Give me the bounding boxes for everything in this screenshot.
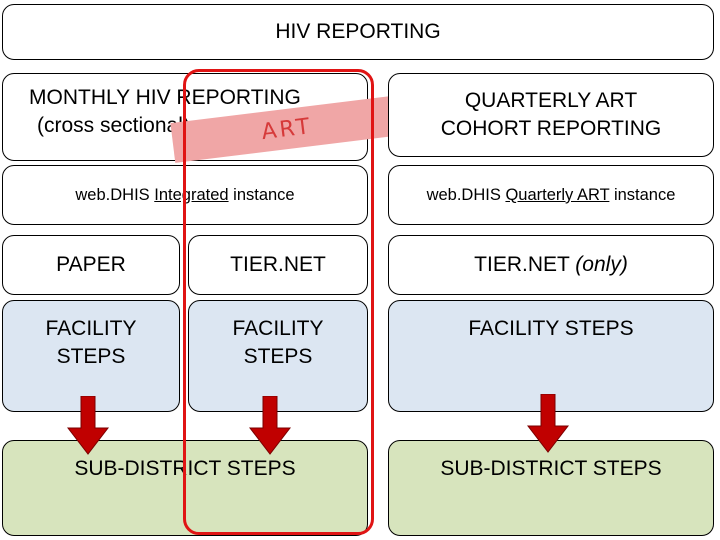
quarterly-heading: QUARTERLY ART COHORT REPORTING xyxy=(441,87,662,144)
tier-net-only-name: TIER.NET xyxy=(474,252,576,276)
tier-net-only-note: (only) xyxy=(575,252,628,276)
arrow-down-icon xyxy=(248,396,292,455)
subdistrict-steps-monthly-label: SUB-DISTRICT STEPS xyxy=(74,457,296,480)
monthly-heading: MONTHLY HIV REPORTING (cross sectional) xyxy=(29,84,301,141)
arrow-down-icon xyxy=(66,396,110,455)
diagram-title: HIV REPORTING xyxy=(275,19,441,43)
paper-box: PAPER xyxy=(2,235,180,295)
monthly-instance-label: web.DHIS Integrated instance xyxy=(75,184,294,206)
arrow-down-icon xyxy=(526,394,570,453)
quarterly-instance-label: web.DHIS Quarterly ART instance xyxy=(427,184,676,206)
quarterly-instance-suffix: instance xyxy=(609,185,676,204)
subdistrict-steps-quarterly-label: SUB-DISTRICT STEPS xyxy=(440,457,662,480)
tier-net-label: TIER.NET xyxy=(230,252,326,276)
monthly-instance-prefix: web.DHIS xyxy=(75,185,155,204)
tier-net-box: TIER.NET xyxy=(188,235,368,295)
monthly-instance-suffix: instance xyxy=(228,185,295,204)
quarterly-instance-name: Quarterly ART xyxy=(505,185,610,204)
monthly-instance-name: Integrated xyxy=(154,185,229,204)
facility-steps-tier-line2: STEPS xyxy=(243,345,313,369)
monthly-heading-line2: (cross sectional) xyxy=(37,114,190,138)
quarterly-reporting-box: QUARTERLY ART COHORT REPORTING xyxy=(388,73,714,157)
facility-steps-quarterly-box: FACILITY STEPS xyxy=(388,300,714,412)
quarterly-heading-line2: COHORT REPORTING xyxy=(440,117,662,140)
facility-steps-paper-line1: FACILITY xyxy=(45,317,137,340)
tier-net-only-label: TIER.NET (only) xyxy=(474,251,628,279)
facility-steps-paper-box: FACILITY STEPS xyxy=(2,300,180,412)
monthly-heading-line1: MONTHLY HIV REPORTING xyxy=(29,86,301,109)
quarterly-instance-box: web.DHIS Quarterly ART instance xyxy=(388,165,714,225)
facility-steps-paper-line2: STEPS xyxy=(56,345,126,369)
facility-steps-tier-label: FACILITY STEPS xyxy=(232,315,323,372)
art-overlay-label: ART xyxy=(260,113,314,145)
diagram-title-box: HIV REPORTING xyxy=(2,4,714,60)
subdistrict-steps-monthly-box: SUB-DISTRICT STEPS xyxy=(2,440,368,536)
monthly-instance-box: web.DHIS Integrated instance xyxy=(2,165,368,225)
paper-label: PAPER xyxy=(56,252,126,276)
quarterly-heading-line1: QUARTERLY ART xyxy=(464,88,638,112)
facility-steps-quarterly-label: FACILITY STEPS xyxy=(468,317,634,340)
facility-steps-tier-box: FACILITY STEPS xyxy=(188,300,368,412)
quarterly-instance-prefix: web.DHIS xyxy=(426,185,506,204)
facility-steps-paper-label: FACILITY STEPS xyxy=(45,315,136,372)
tier-net-only-box: TIER.NET (only) xyxy=(388,235,714,295)
facility-steps-tier-line1: FACILITY xyxy=(232,317,324,340)
subdistrict-steps-quarterly-box: SUB-DISTRICT STEPS xyxy=(388,440,714,536)
